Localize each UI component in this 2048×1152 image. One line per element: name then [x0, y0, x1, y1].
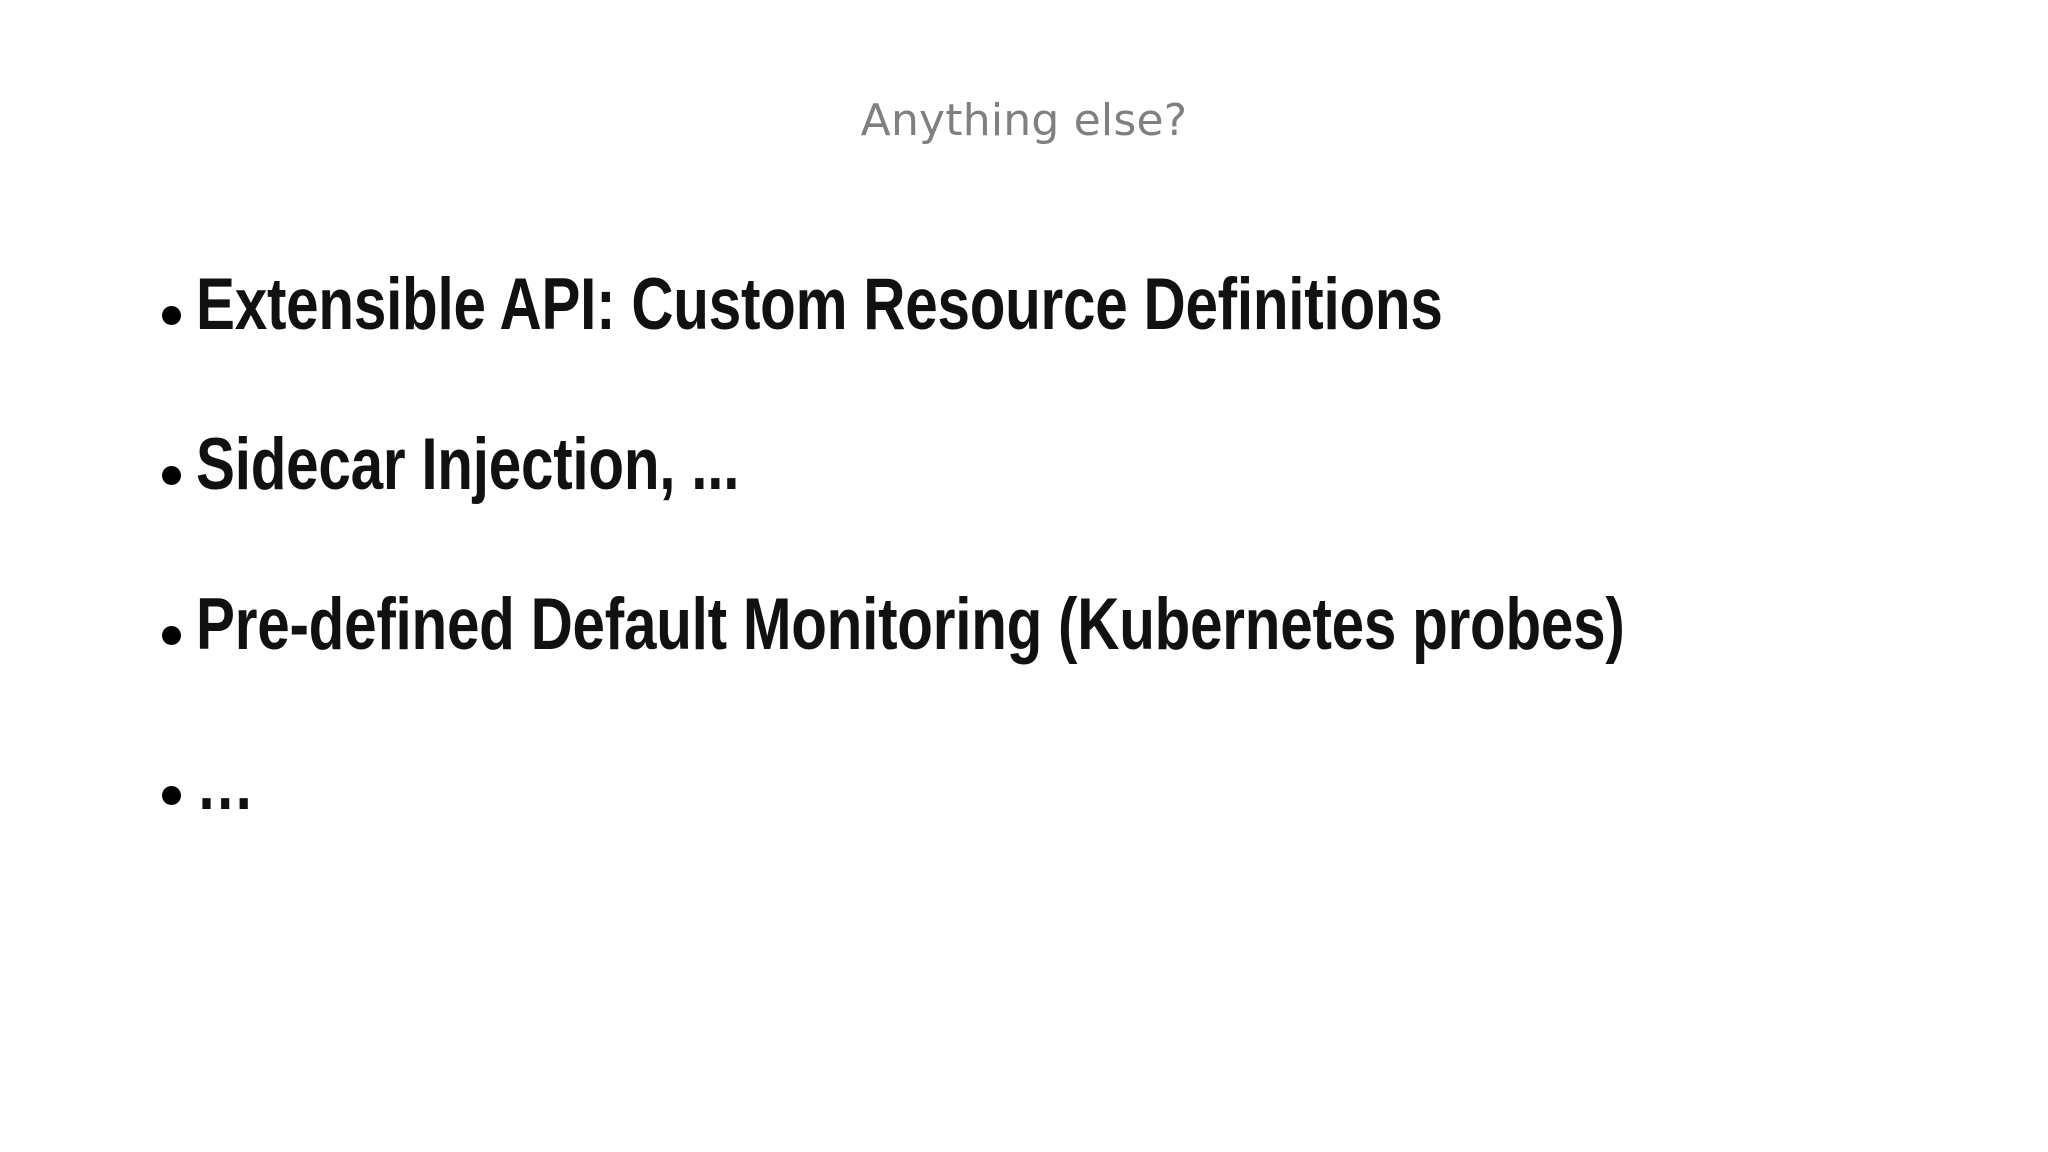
slide-title: Anything else? [860, 95, 1188, 146]
bullet-point-icon [162, 466, 181, 485]
list-item: Extensible API: Custom Resource Definiti… [150, 262, 1970, 422]
bullet-point-icon [162, 786, 181, 805]
bullet-list: Extensible API: Custom Resource Definiti… [150, 262, 1970, 902]
bullet-item-label: Pre-defined Default Monitoring (Kubernet… [196, 584, 1625, 665]
bullet-item-label: … [196, 744, 258, 825]
list-item: … [150, 742, 1970, 902]
bullet-point-icon [162, 626, 181, 645]
bullet-point-icon [162, 306, 181, 325]
bullet-item-label: Extensible API: Custom Resource Definiti… [196, 264, 1443, 345]
bullet-item-label: Sidecar Injection, ... [196, 424, 740, 505]
list-item: Sidecar Injection, ... [150, 422, 1970, 582]
list-item: Pre-defined Default Monitoring (Kubernet… [150, 582, 1970, 742]
